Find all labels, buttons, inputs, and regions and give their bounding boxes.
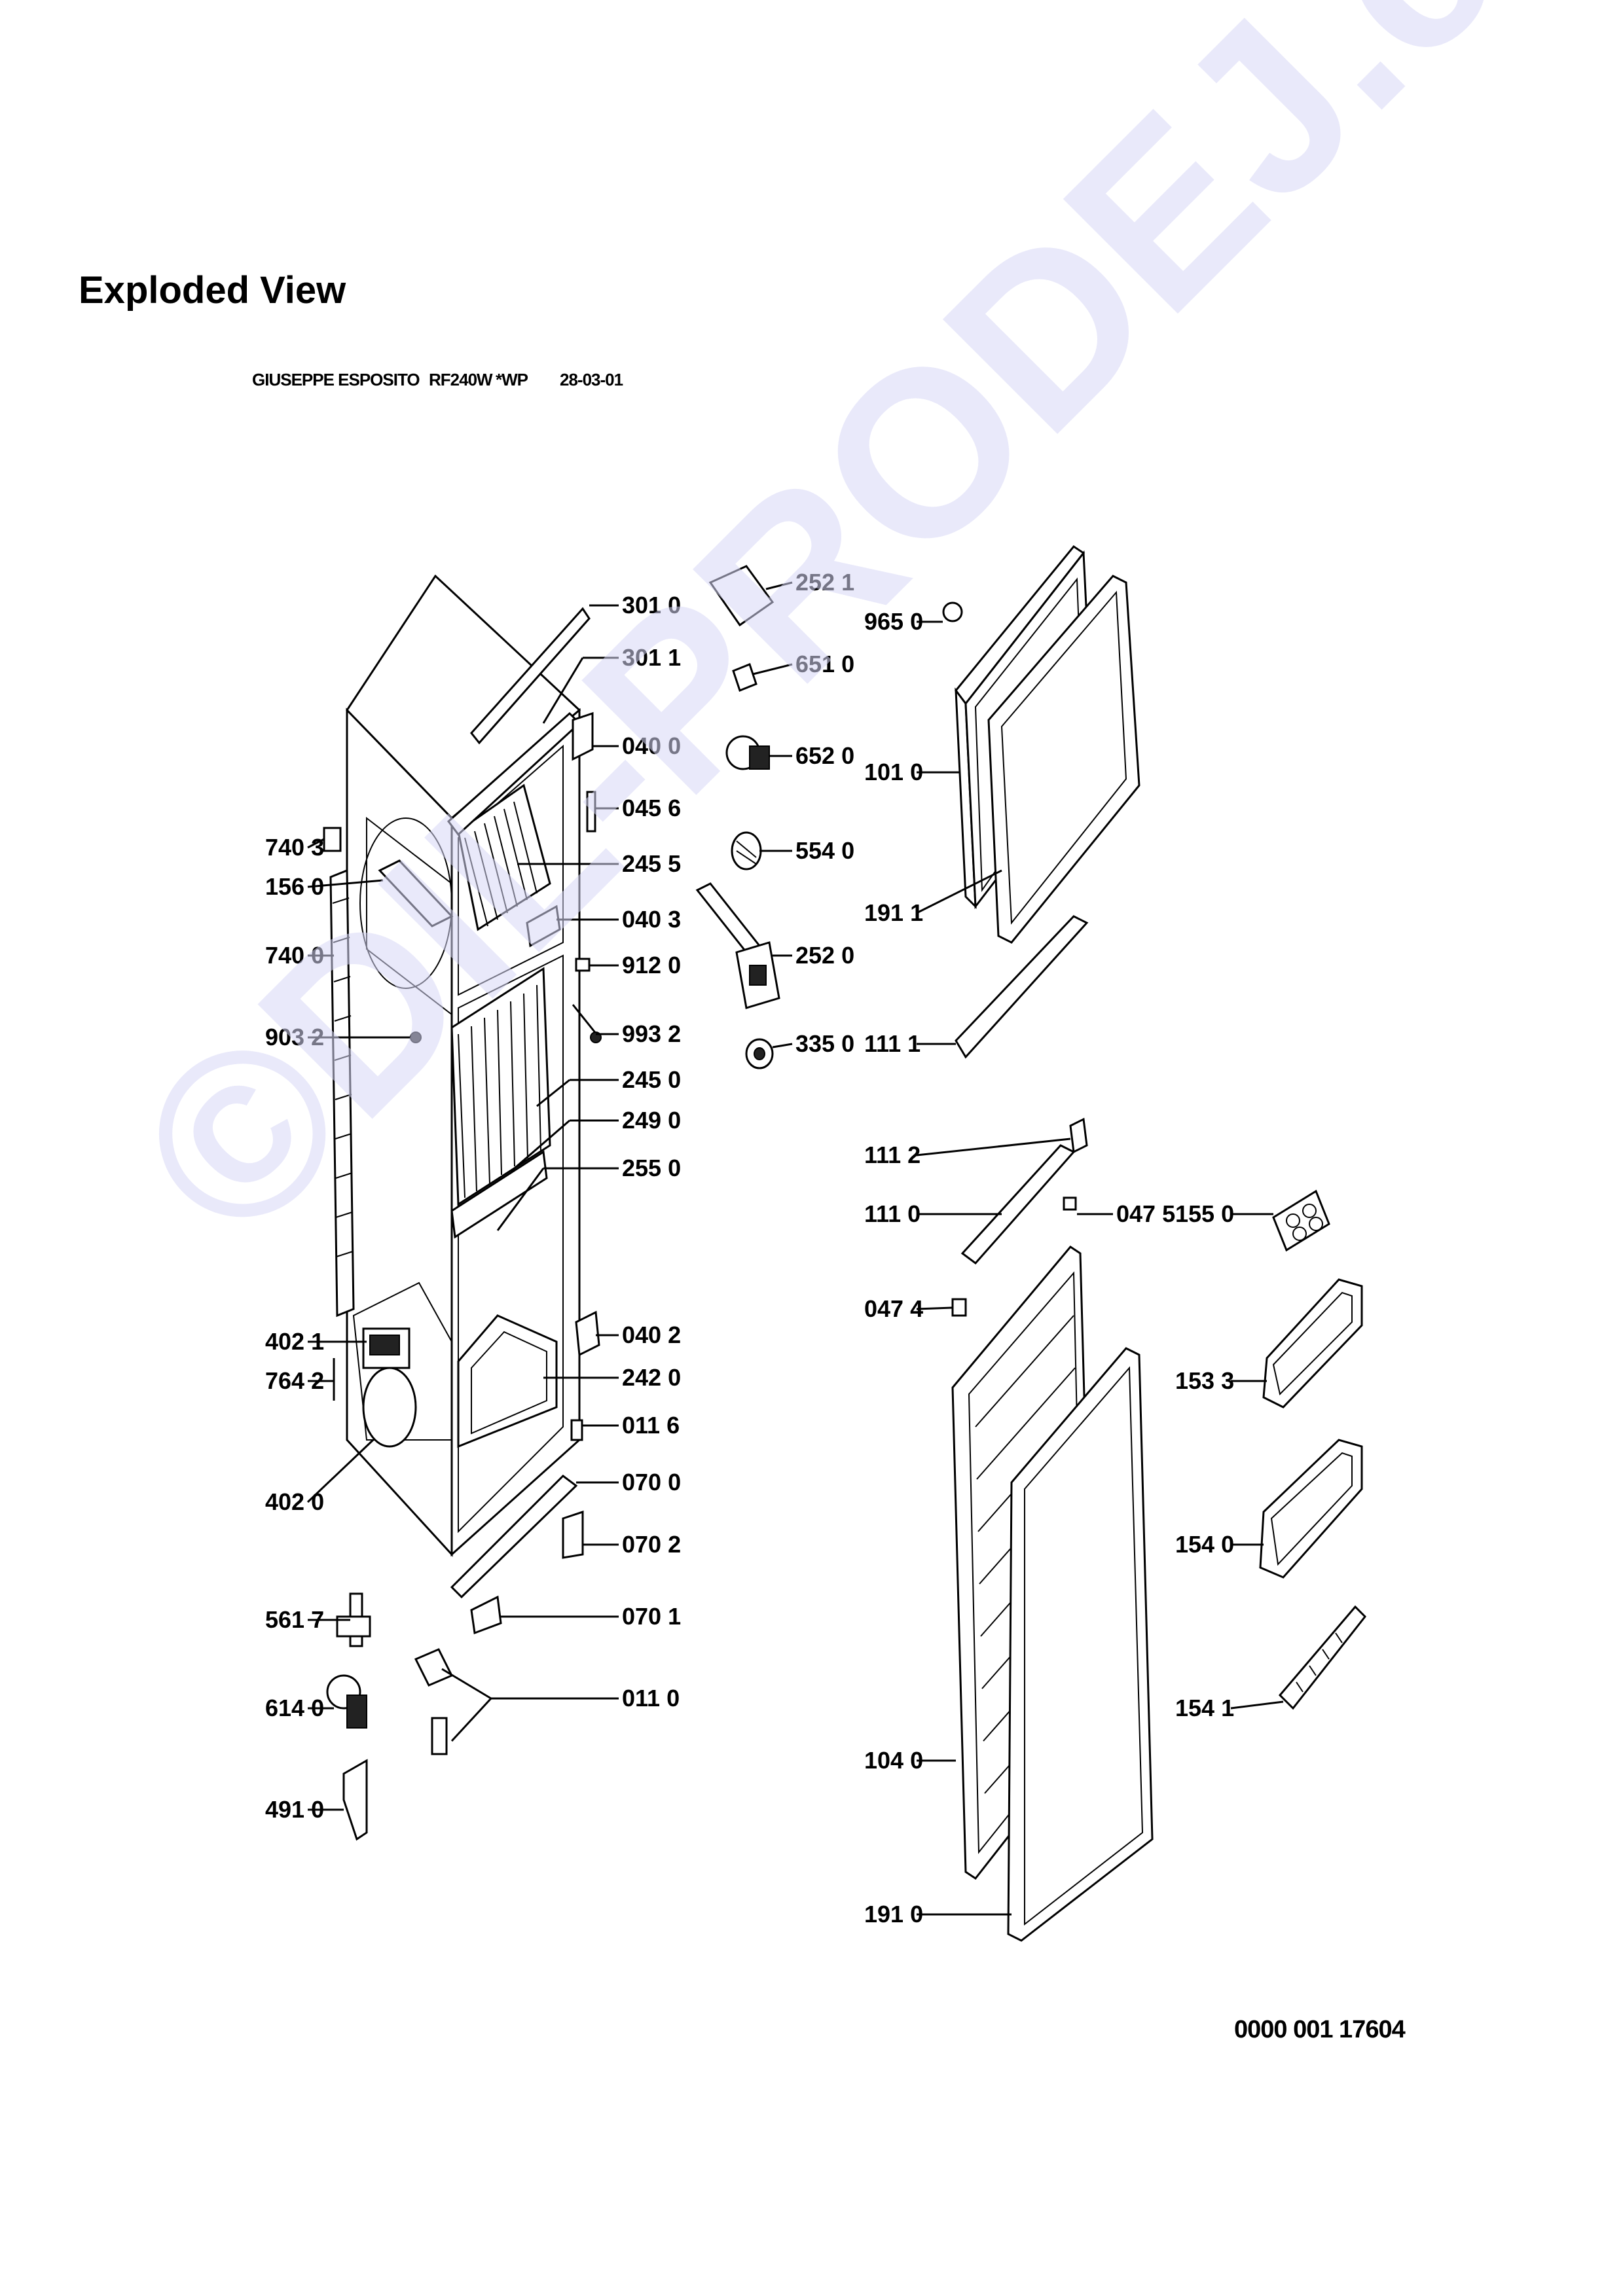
part-4910 xyxy=(342,1759,368,1841)
label-2420: 242 0 xyxy=(622,1364,681,1391)
label-1040: 104 0 xyxy=(864,1747,923,1774)
part-0702 xyxy=(562,1510,584,1559)
part-1540 xyxy=(1259,1439,1363,1579)
label-4910: 491 0 xyxy=(265,1796,324,1823)
part-2521 xyxy=(708,565,775,627)
part-1111 xyxy=(955,915,1089,1059)
part-0403 xyxy=(526,905,561,948)
label-0475: 047 5 xyxy=(1116,1200,1175,1227)
label-0474: 047 4 xyxy=(864,1295,923,1322)
label-9650: 965 0 xyxy=(864,608,923,635)
part-1550 xyxy=(1272,1189,1330,1252)
label-1111: 111 1 xyxy=(864,1030,921,1057)
part-7400 xyxy=(329,869,355,1318)
part-3010 xyxy=(470,607,591,745)
header-author: GIUSEPPE ESPOSITO xyxy=(252,370,420,389)
label-1110: 111 0 xyxy=(864,1200,921,1227)
label-2550: 255 0 xyxy=(622,1155,681,1181)
label-0456: 045 6 xyxy=(622,795,681,821)
part-1112 xyxy=(1069,1117,1088,1154)
label-2455: 245 5 xyxy=(622,850,681,877)
part-9032 xyxy=(410,1031,422,1043)
label-0116: 011 6 xyxy=(622,1412,680,1439)
label-6520: 652 0 xyxy=(795,742,854,769)
label-2521: 252 1 xyxy=(795,569,854,596)
part-3350 xyxy=(745,1038,774,1069)
label-2520: 252 0 xyxy=(795,942,854,969)
part-0400 xyxy=(572,711,594,761)
part-9650 xyxy=(942,601,963,622)
document-number: 0000 001 17604 xyxy=(1234,2016,1406,2043)
part-0700 xyxy=(450,1475,578,1599)
part-0110b xyxy=(431,1717,448,1755)
part-0402 xyxy=(575,1310,600,1357)
label-4020: 402 0 xyxy=(265,1488,324,1515)
header-model: RF240W xyxy=(429,370,493,389)
label-1533: 153 3 xyxy=(1175,1367,1234,1394)
label-7403: 740 3 xyxy=(265,834,324,861)
label-7642: 764 2 xyxy=(265,1367,324,1394)
part-0110a xyxy=(414,1648,454,1687)
label-0402: 040 2 xyxy=(622,1321,681,1348)
leader-lines xyxy=(306,581,1284,1916)
label-6140: 614 0 xyxy=(265,1695,324,1721)
part-1110 xyxy=(960,1144,1076,1265)
header-date: 28-03-01 xyxy=(560,370,623,389)
label-1541: 154 1 xyxy=(1175,1695,1234,1721)
label-7400: 740 0 xyxy=(265,942,324,969)
label-9032: 903 2 xyxy=(265,1024,324,1050)
part-4020 xyxy=(362,1327,417,1448)
label-3350: 335 0 xyxy=(795,1030,854,1057)
label-0702: 070 2 xyxy=(622,1531,681,1558)
label-0403: 040 3 xyxy=(622,906,681,933)
part-6510 xyxy=(732,663,757,692)
part-labels: 301 0 301 1 040 0 045 6 740 3 156 0 245 … xyxy=(265,569,1234,1928)
label-0701: 070 1 xyxy=(622,1603,681,1630)
label-2490: 249 0 xyxy=(622,1107,681,1134)
part-1910 xyxy=(1007,1347,1154,1942)
part-5540 xyxy=(731,831,762,870)
label-4021: 402 1 xyxy=(265,1328,324,1355)
label-1112: 111 2 xyxy=(864,1141,921,1168)
label-1010: 101 0 xyxy=(864,759,923,785)
label-9120: 912 0 xyxy=(622,952,681,978)
cabinet-body xyxy=(346,574,581,1557)
label-0700: 070 0 xyxy=(622,1469,681,1496)
header-variant: *WP xyxy=(496,370,528,389)
part-1533 xyxy=(1262,1278,1363,1408)
label-1540: 154 0 xyxy=(1175,1531,1234,1558)
part-6520 xyxy=(725,735,770,770)
label-5617: 561 7 xyxy=(265,1606,324,1633)
label-1550: 155 0 xyxy=(1175,1200,1234,1227)
part-2520 xyxy=(695,882,780,1009)
part-0456 xyxy=(586,791,596,833)
part-0701 xyxy=(470,1595,502,1635)
label-1560: 156 0 xyxy=(265,873,324,900)
label-5540: 554 0 xyxy=(795,837,854,864)
label-3011: 301 1 xyxy=(622,644,681,671)
label-6510: 651 0 xyxy=(795,651,854,677)
part-0116 xyxy=(570,1419,583,1441)
label-1911: 191 1 xyxy=(864,899,923,926)
label-3010: 301 0 xyxy=(622,592,681,619)
label-1910: 191 0 xyxy=(864,1901,923,1928)
part-1541 xyxy=(1278,1605,1367,1710)
page-title: Exploded View xyxy=(79,269,346,312)
part-7403 xyxy=(323,827,342,852)
part-1560 xyxy=(378,859,454,927)
part-0475 xyxy=(1063,1196,1077,1211)
label-0110: 011 0 xyxy=(622,1685,680,1712)
part-1911 xyxy=(987,575,1140,944)
label-2450: 245 0 xyxy=(622,1066,681,1093)
label-9932: 993 2 xyxy=(622,1020,681,1047)
part-9120 xyxy=(575,958,591,972)
label-0400: 040 0 xyxy=(622,732,681,759)
part-6140 xyxy=(326,1674,367,1729)
part-0474 xyxy=(951,1298,967,1317)
